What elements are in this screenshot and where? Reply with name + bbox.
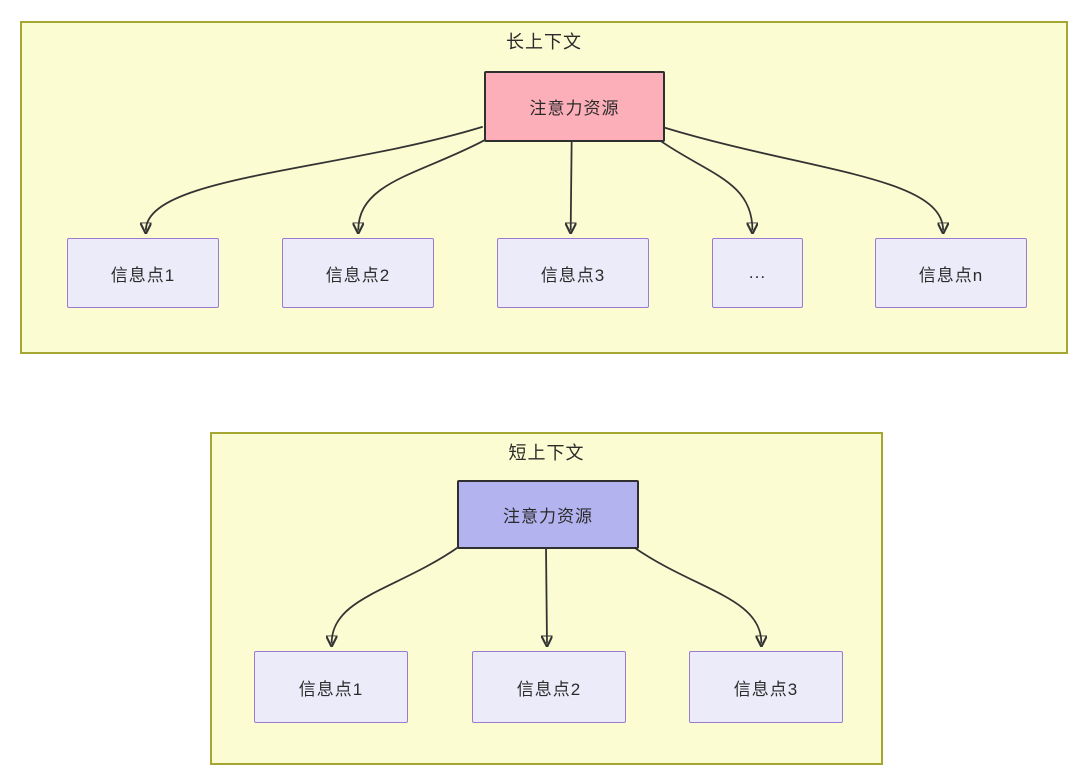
short-context-panel: 短上下文 注意力资源 信息点1 信息点2 信息点3 bbox=[210, 432, 883, 765]
arrow-attention-to-info1 bbox=[332, 545, 460, 644]
long-context-title: 长上下文 bbox=[506, 32, 582, 52]
long-info-node-n: 信息点n bbox=[875, 238, 1027, 308]
arrow-attention-to-info-n bbox=[661, 125, 944, 231]
long-info-node-ellipsis: ... bbox=[712, 238, 803, 308]
short-context-title: 短上下文 bbox=[508, 443, 585, 463]
arrow-attention-to-info3 bbox=[632, 545, 761, 644]
short-info-node-2: 信息点2 bbox=[472, 651, 626, 723]
long-attention-node: 注意力资源 bbox=[484, 71, 665, 142]
arrow-attention-to-info1 bbox=[146, 125, 484, 231]
arrow-attention-to-info3 bbox=[571, 140, 572, 231]
arrow-attention-to-info2 bbox=[358, 138, 487, 231]
long-info-node-2: 信息点2 bbox=[282, 238, 434, 308]
long-context-panel: 长上下文 注意力资源 信息点1 信息点2 信息点3 ... 信息点n bbox=[20, 21, 1068, 354]
long-info-node-1: 信息点1 bbox=[67, 238, 219, 308]
short-attention-node: 注意力资源 bbox=[457, 480, 639, 549]
arrow-attention-to-info-dots bbox=[658, 138, 753, 231]
short-info-node-3: 信息点3 bbox=[689, 651, 843, 723]
short-info-node-1: 信息点1 bbox=[254, 651, 408, 723]
arrow-attention-to-info2 bbox=[546, 547, 547, 644]
long-info-node-3: 信息点3 bbox=[497, 238, 649, 308]
